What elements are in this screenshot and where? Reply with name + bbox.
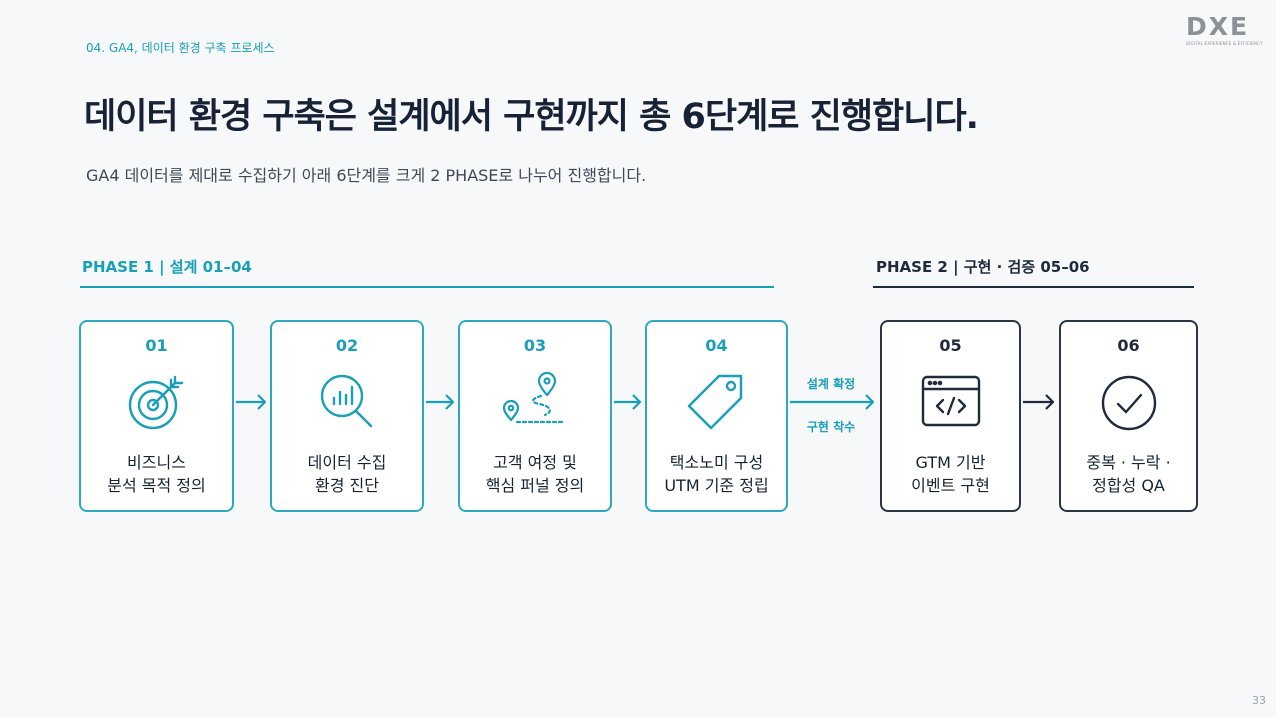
phase-transition-arrow-icon	[790, 394, 875, 410]
step-label: GTM 기반 이벤트 구현	[882, 451, 1019, 497]
step-label: 중복 · 누락 · 정합성 QA	[1061, 451, 1196, 497]
step-number: 05	[939, 336, 962, 355]
logo-wordmark: DXE	[1186, 12, 1250, 41]
step-number: 03	[523, 336, 547, 355]
phase-2-label: PHASE 2 | 구현 · 검증 05–06	[876, 258, 1090, 276]
code-window-icon	[919, 370, 983, 434]
step-card-02: 02 데이터 수집 환경 진단	[270, 320, 424, 512]
company-logo: DXE DIGITAL EXPERIENCE & EFFICIENCY	[1186, 14, 1266, 48]
logo-tagline: DIGITAL EXPERIENCE & EFFICIENCY	[1186, 41, 1263, 46]
step-label-line-1: 고객 여정 및	[493, 453, 577, 472]
target-icon	[125, 370, 189, 434]
step-label-line-1: GTM 기반	[915, 453, 986, 472]
phase-2-header: PHASE 2 | 구현 · 검증 05–06	[873, 256, 1194, 288]
arrow-right-icon	[236, 394, 267, 410]
step-card-05: 05 GTM 기반 이벤트 구현	[880, 320, 1021, 512]
step-card-03: 03 고객 여정 및 핵심 퍼널 정의	[458, 320, 612, 512]
step-label: 비즈니스 분석 목적 정의	[81, 451, 232, 497]
step-label-line-2: 정합성 QA	[1092, 476, 1165, 495]
step-label-line-1: 중복 · 누락 ·	[1086, 453, 1171, 472]
transition-label-bottom: 구현 착수	[806, 420, 856, 434]
step-number: 02	[335, 336, 359, 355]
step-label: 택소노미 구성 UTM 기준 정립	[647, 451, 786, 497]
step-label-line-2: UTM 기준 정립	[664, 476, 769, 495]
journey-map-icon	[502, 370, 567, 434]
step-label-line-1: 데이터 수집	[307, 453, 387, 472]
step-card-06: 06 중복 · 누락 · 정합성 QA	[1059, 320, 1198, 512]
step-label-line-2: 분석 목적 정의	[107, 476, 206, 495]
arrow-right-icon	[614, 394, 642, 410]
phase-1-header: PHASE 1 | 설계 01–04	[80, 256, 774, 288]
step-number: 06	[1117, 336, 1140, 355]
phase-1-label: PHASE 1 | 설계 01–04	[82, 258, 252, 276]
step-label: 데이터 수집 환경 진단	[272, 451, 422, 497]
step-number: 01	[145, 336, 168, 355]
arrow-right-icon	[1023, 394, 1055, 410]
step-number: 04	[705, 336, 728, 355]
breadcrumb: 04. GA4, 데이터 환경 구축 프로세스	[86, 41, 275, 55]
check-circle-icon	[1097, 370, 1161, 434]
step-card-01: 01 비즈니스 분석 목적 정의	[79, 320, 234, 512]
arrow-right-icon	[426, 394, 455, 410]
step-label: 고객 여정 및 핵심 퍼널 정의	[460, 451, 610, 497]
page-subtitle: GA4 데이터를 제대로 수집하기 아래 6단계를 크게 2 PHASE로 나누…	[86, 166, 647, 185]
step-label-line-2: 환경 진단	[315, 476, 379, 495]
step-label-line-1: 택소노미 구성	[669, 453, 764, 472]
step-label-line-1: 비즈니스	[127, 453, 186, 472]
page-title: 데이터 환경 구축은 설계에서 구현까지 총 6단계로 진행합니다.	[84, 97, 979, 137]
page-number: 33	[1252, 694, 1266, 707]
tag-icon	[685, 370, 749, 434]
transition-label-top: 설계 확정	[806, 377, 856, 391]
step-card-04: 04 택소노미 구성 UTM 기준 정립	[645, 320, 788, 512]
analytics-search-icon	[315, 370, 379, 434]
step-label-line-2: 핵심 퍼널 정의	[485, 476, 585, 495]
step-label-line-2: 이벤트 구현	[911, 476, 990, 495]
